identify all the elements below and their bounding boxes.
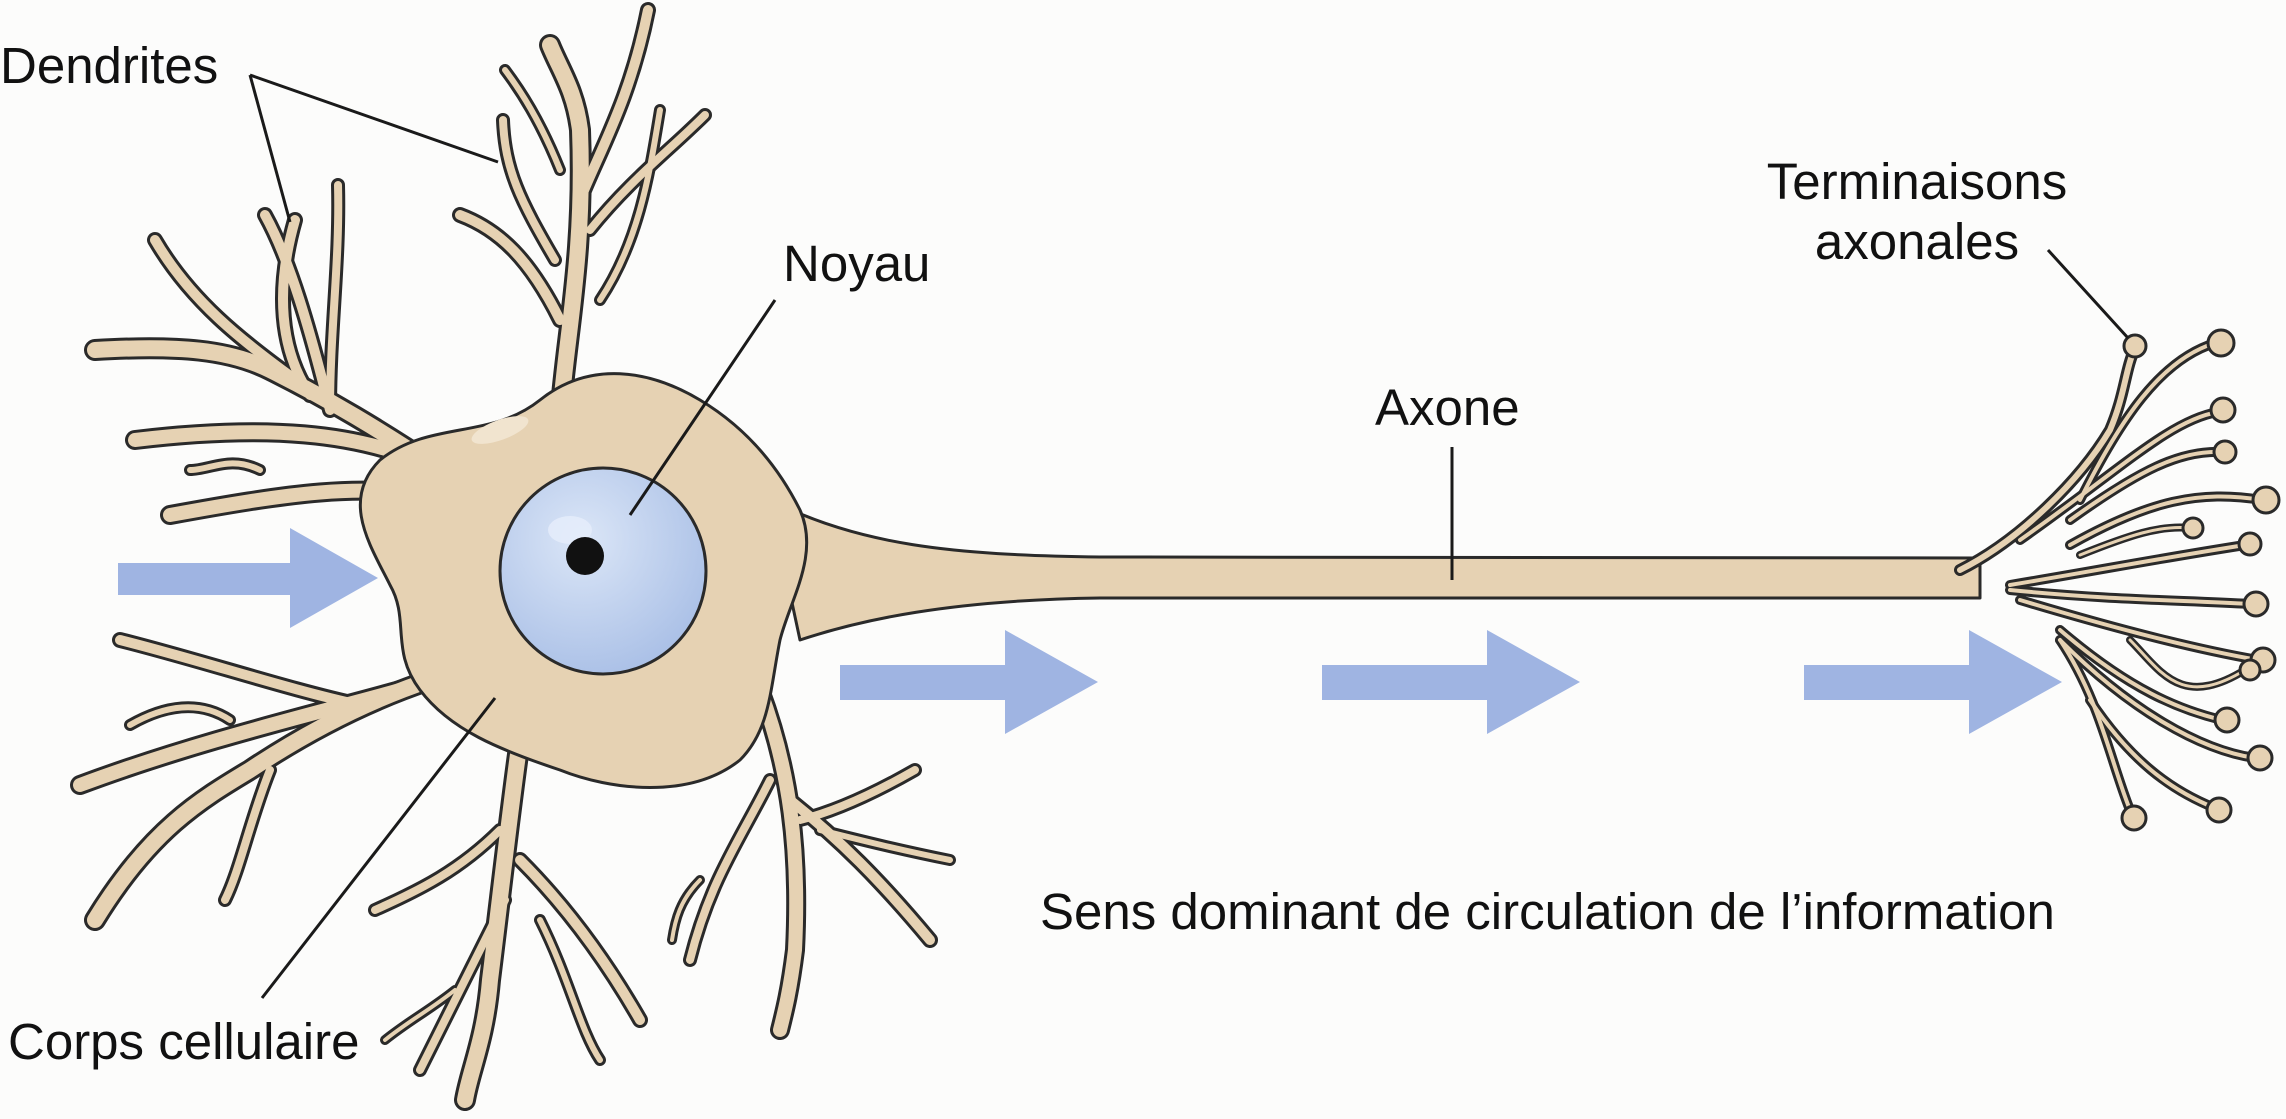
flow-arrows xyxy=(840,630,2062,734)
label-dendrites: Dendrites xyxy=(0,37,219,94)
label-terminaisons-axonales: Terminaisons axonales xyxy=(1742,152,2092,272)
label-corps-cellulaire: Corps cellulaire xyxy=(8,1013,360,1070)
right-arrow-icon xyxy=(1322,630,1580,734)
label-noyau: Noyau xyxy=(783,235,931,292)
leader-lines xyxy=(248,73,2130,999)
soma-highlight xyxy=(471,416,529,444)
nucleus xyxy=(498,466,708,676)
axon xyxy=(768,498,1982,642)
right-arrow-icon xyxy=(118,528,378,628)
input-arrow xyxy=(118,528,378,628)
dendrites-leader-line xyxy=(248,74,292,223)
terminaisons-leader-line xyxy=(2046,248,2130,340)
right-arrow-icon xyxy=(840,630,1098,734)
nucleolus xyxy=(566,537,604,575)
axon-terminal-branches xyxy=(1954,328,2281,832)
dendrite-branches xyxy=(70,2,956,1111)
label-terminaisons-line1: Terminaisons xyxy=(1766,153,2068,210)
dendrites-leader-line xyxy=(249,73,499,164)
right-arrow-icon xyxy=(1804,630,2062,734)
corps-leader-line xyxy=(260,697,497,999)
neuron xyxy=(70,2,2281,1111)
terminal-knobs xyxy=(2120,328,2281,832)
label-sens-circulation: Sens dominant de circulation de l’inform… xyxy=(1040,883,2055,940)
label-terminaisons-line2: axonales xyxy=(1814,213,2020,270)
noyau-leader-line xyxy=(628,299,777,516)
label-axone: Axone xyxy=(1375,379,1520,436)
